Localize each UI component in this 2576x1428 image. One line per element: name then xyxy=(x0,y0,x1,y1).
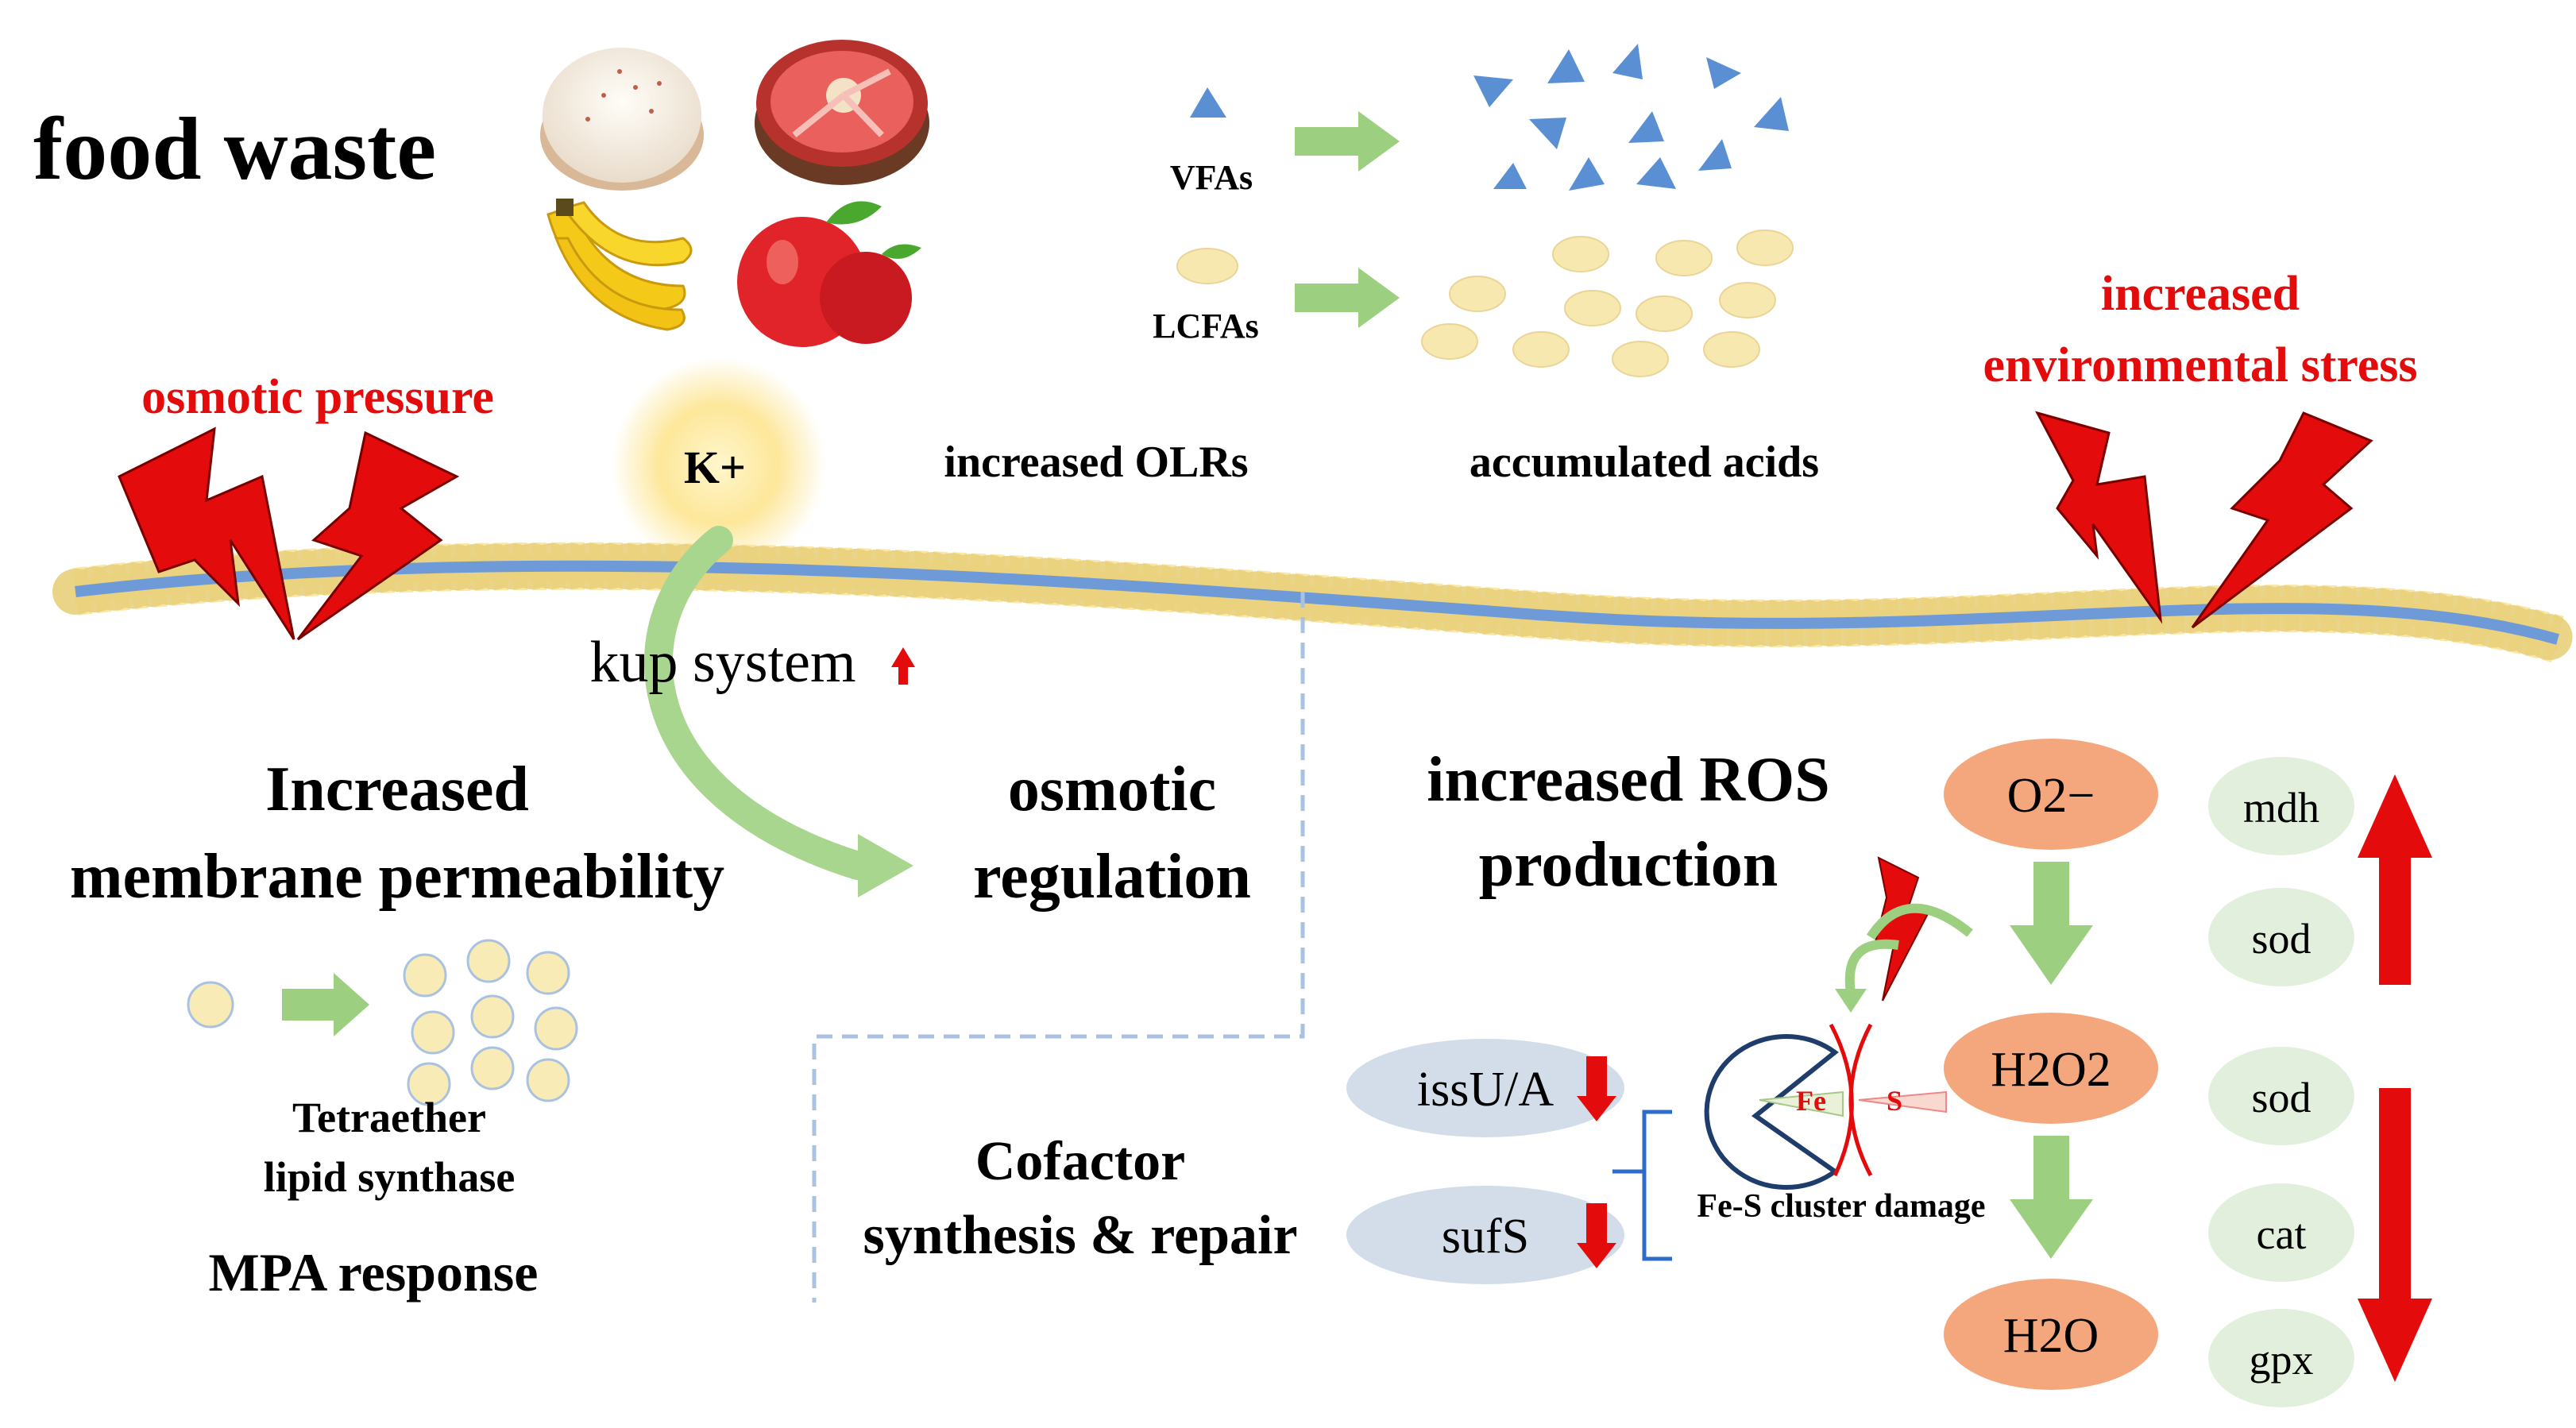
ros-lightning-icon xyxy=(1873,856,1932,1002)
vfa-symbol-icon xyxy=(1190,87,1226,118)
potassium-label: K+ xyxy=(684,442,746,493)
enzyme-sod-up-label: sod xyxy=(2251,915,2311,963)
vfa-label: VFAs xyxy=(1170,158,1253,197)
sufs-down-arrow-icon xyxy=(1577,1203,1616,1268)
apple-icon xyxy=(737,201,921,347)
env-stress-label-line1: increased xyxy=(2101,267,2300,321)
env-stress-label-line2: environmental stress xyxy=(1983,338,2417,392)
potassium-ion: K+ xyxy=(612,357,826,572)
enzyme-cat-label: cat xyxy=(2257,1210,2307,1258)
peroxide-node xyxy=(1944,1013,2158,1124)
section-divider xyxy=(812,592,1305,1303)
enzyme-sod-down-label: sod xyxy=(2251,1074,2311,1121)
enzyme-sod-up-pill xyxy=(2208,888,2354,986)
gene-issua-pill xyxy=(1346,1039,1624,1137)
acids-section: VFAs LCFAs xyxy=(1153,44,1794,377)
food-waste-title: food waste xyxy=(33,100,436,199)
osmotic-regulation-line2: regulation xyxy=(973,842,1251,912)
ros-title-line2: production xyxy=(1479,830,1778,900)
lightning-bolt-icon xyxy=(118,426,295,640)
cofactor-title-line2: synthesis & repair xyxy=(863,1205,1297,1266)
enzyme-gpx-pill xyxy=(2208,1309,2354,1407)
ros-attack-arrow-icon xyxy=(1866,903,1973,940)
tetraether-line2: lipid synthase xyxy=(264,1153,516,1201)
lcfa-label: LCFAs xyxy=(1153,307,1259,345)
lightning-bolt-icon xyxy=(296,430,460,641)
water-label: H2O xyxy=(2003,1309,2099,1363)
banana-icon xyxy=(546,199,693,331)
downregulation-arrow-icon xyxy=(2358,1088,2432,1382)
lcfa-increase-arrow-icon xyxy=(1295,268,1400,328)
osmotic-pressure-label: osmotic pressure xyxy=(141,370,494,424)
ros-step-arrow-icon xyxy=(2010,862,2093,985)
ros-attack-arrowhead-icon xyxy=(1835,989,1867,1013)
kup-system-label: kup system xyxy=(589,630,855,695)
ros-attack-arrow-icon xyxy=(1844,939,1899,994)
gene-sufs-pill xyxy=(1346,1186,1624,1284)
ros-title-line1: increased ROS xyxy=(1427,745,1829,815)
gene-issua-label: issU/A xyxy=(1417,1063,1554,1117)
mpa-response-label: MPA response xyxy=(209,1242,539,1303)
food-waste-section: food waste xyxy=(33,40,929,347)
increased-olrs-label: increased OLRs xyxy=(944,438,1248,487)
enzyme-pacman-icon xyxy=(1704,1034,1840,1190)
enzyme-mdh-pill xyxy=(2208,757,2354,855)
superoxide-node xyxy=(1944,739,2158,850)
cofactor-title-line1: Cofactor xyxy=(975,1131,1185,1192)
vfa-cluster-icon xyxy=(1473,44,1789,191)
water-node xyxy=(1944,1279,2158,1390)
tetraether-line1: Tetraether xyxy=(292,1094,486,1141)
gene-sufs-label: sufS xyxy=(1442,1210,1529,1264)
fe-s-damage-label: Fe-S cluster damage xyxy=(1697,1188,1985,1225)
lipid-cluster-icon xyxy=(187,939,578,1106)
meat-icon xyxy=(755,40,929,185)
cell-membrane xyxy=(52,542,2576,662)
fe-s-cluster-icon: Fe S xyxy=(1759,1023,1947,1177)
s-label: S xyxy=(1887,1085,1902,1117)
enzyme-sod-down-pill xyxy=(2208,1047,2354,1145)
lipid-increase-arrow-icon xyxy=(282,973,369,1036)
enzyme-cat-pill xyxy=(2208,1183,2354,1282)
peroxide-label: H2O2 xyxy=(1991,1043,2111,1097)
lightning-bolt-icon xyxy=(2191,411,2373,629)
upregulation-arrow-icon xyxy=(2358,774,2432,985)
osmotic-regulation-line1: osmotic xyxy=(1008,755,1216,824)
membrane-title-line1: Increased xyxy=(265,755,529,824)
lcfa-symbol-icon xyxy=(1176,248,1238,284)
rice-icon xyxy=(540,48,704,191)
fe-label: Fe xyxy=(1796,1085,1826,1117)
issua-down-arrow-icon xyxy=(1577,1056,1616,1121)
superoxide-label: O2− xyxy=(2007,769,2095,823)
lcfa-cluster-icon xyxy=(1421,230,1794,377)
vfa-increase-arrow-icon xyxy=(1295,111,1400,172)
membrane-title-line2: membrane permeability xyxy=(70,842,724,912)
kup-transport-arrow xyxy=(644,526,913,897)
ros-step-arrow-icon xyxy=(2010,1136,2093,1259)
accumulated-acids-label: accumulated acids xyxy=(1470,438,1819,487)
potassium-glow-icon xyxy=(612,357,826,572)
lightning-bolt-icon xyxy=(2035,411,2163,624)
enzyme-gpx-label: gpx xyxy=(2250,1336,2314,1384)
kup-up-arrow-icon xyxy=(891,647,915,685)
gene-bracket xyxy=(1612,1110,1672,1261)
enzyme-mdh-label: mdh xyxy=(2243,784,2319,832)
